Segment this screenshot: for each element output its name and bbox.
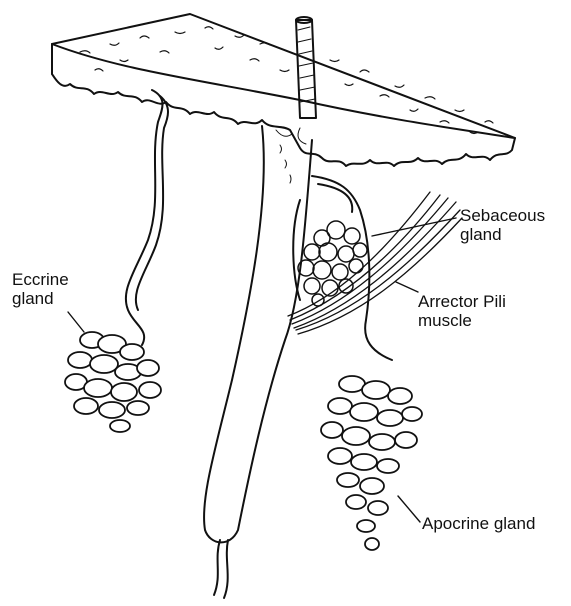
label-arrector-pili-muscle: Arrector Pili muscle — [418, 292, 506, 330]
label-apocrine-gland: Apocrine gland — [422, 514, 535, 533]
label-arrector-line-1: Arrector Pili — [418, 292, 506, 311]
label-eccrine-gland: Eccrine gland — [12, 270, 69, 308]
leader-line-eccrine — [68, 312, 84, 332]
epidermis-slab — [52, 14, 515, 166]
label-sebaceous-gland: Sebaceous gland — [460, 206, 545, 244]
sebaceous-gland-drawing — [293, 200, 367, 306]
label-arrector-line-2: muscle — [418, 311, 506, 330]
label-sebaceous-line-1: Sebaceous — [460, 206, 545, 225]
label-apocrine-text: Apocrine gland — [422, 514, 535, 533]
label-eccrine-line-1: Eccrine — [12, 270, 69, 289]
hair-follicle — [204, 126, 312, 598]
leader-line-apocrine — [398, 496, 420, 522]
leader-line-arrector — [396, 282, 418, 292]
apocrine-gland-drawing — [312, 176, 422, 550]
label-eccrine-line-2: gland — [12, 289, 69, 308]
eccrine-gland-drawing — [65, 90, 168, 432]
label-sebaceous-line-2: gland — [460, 225, 545, 244]
